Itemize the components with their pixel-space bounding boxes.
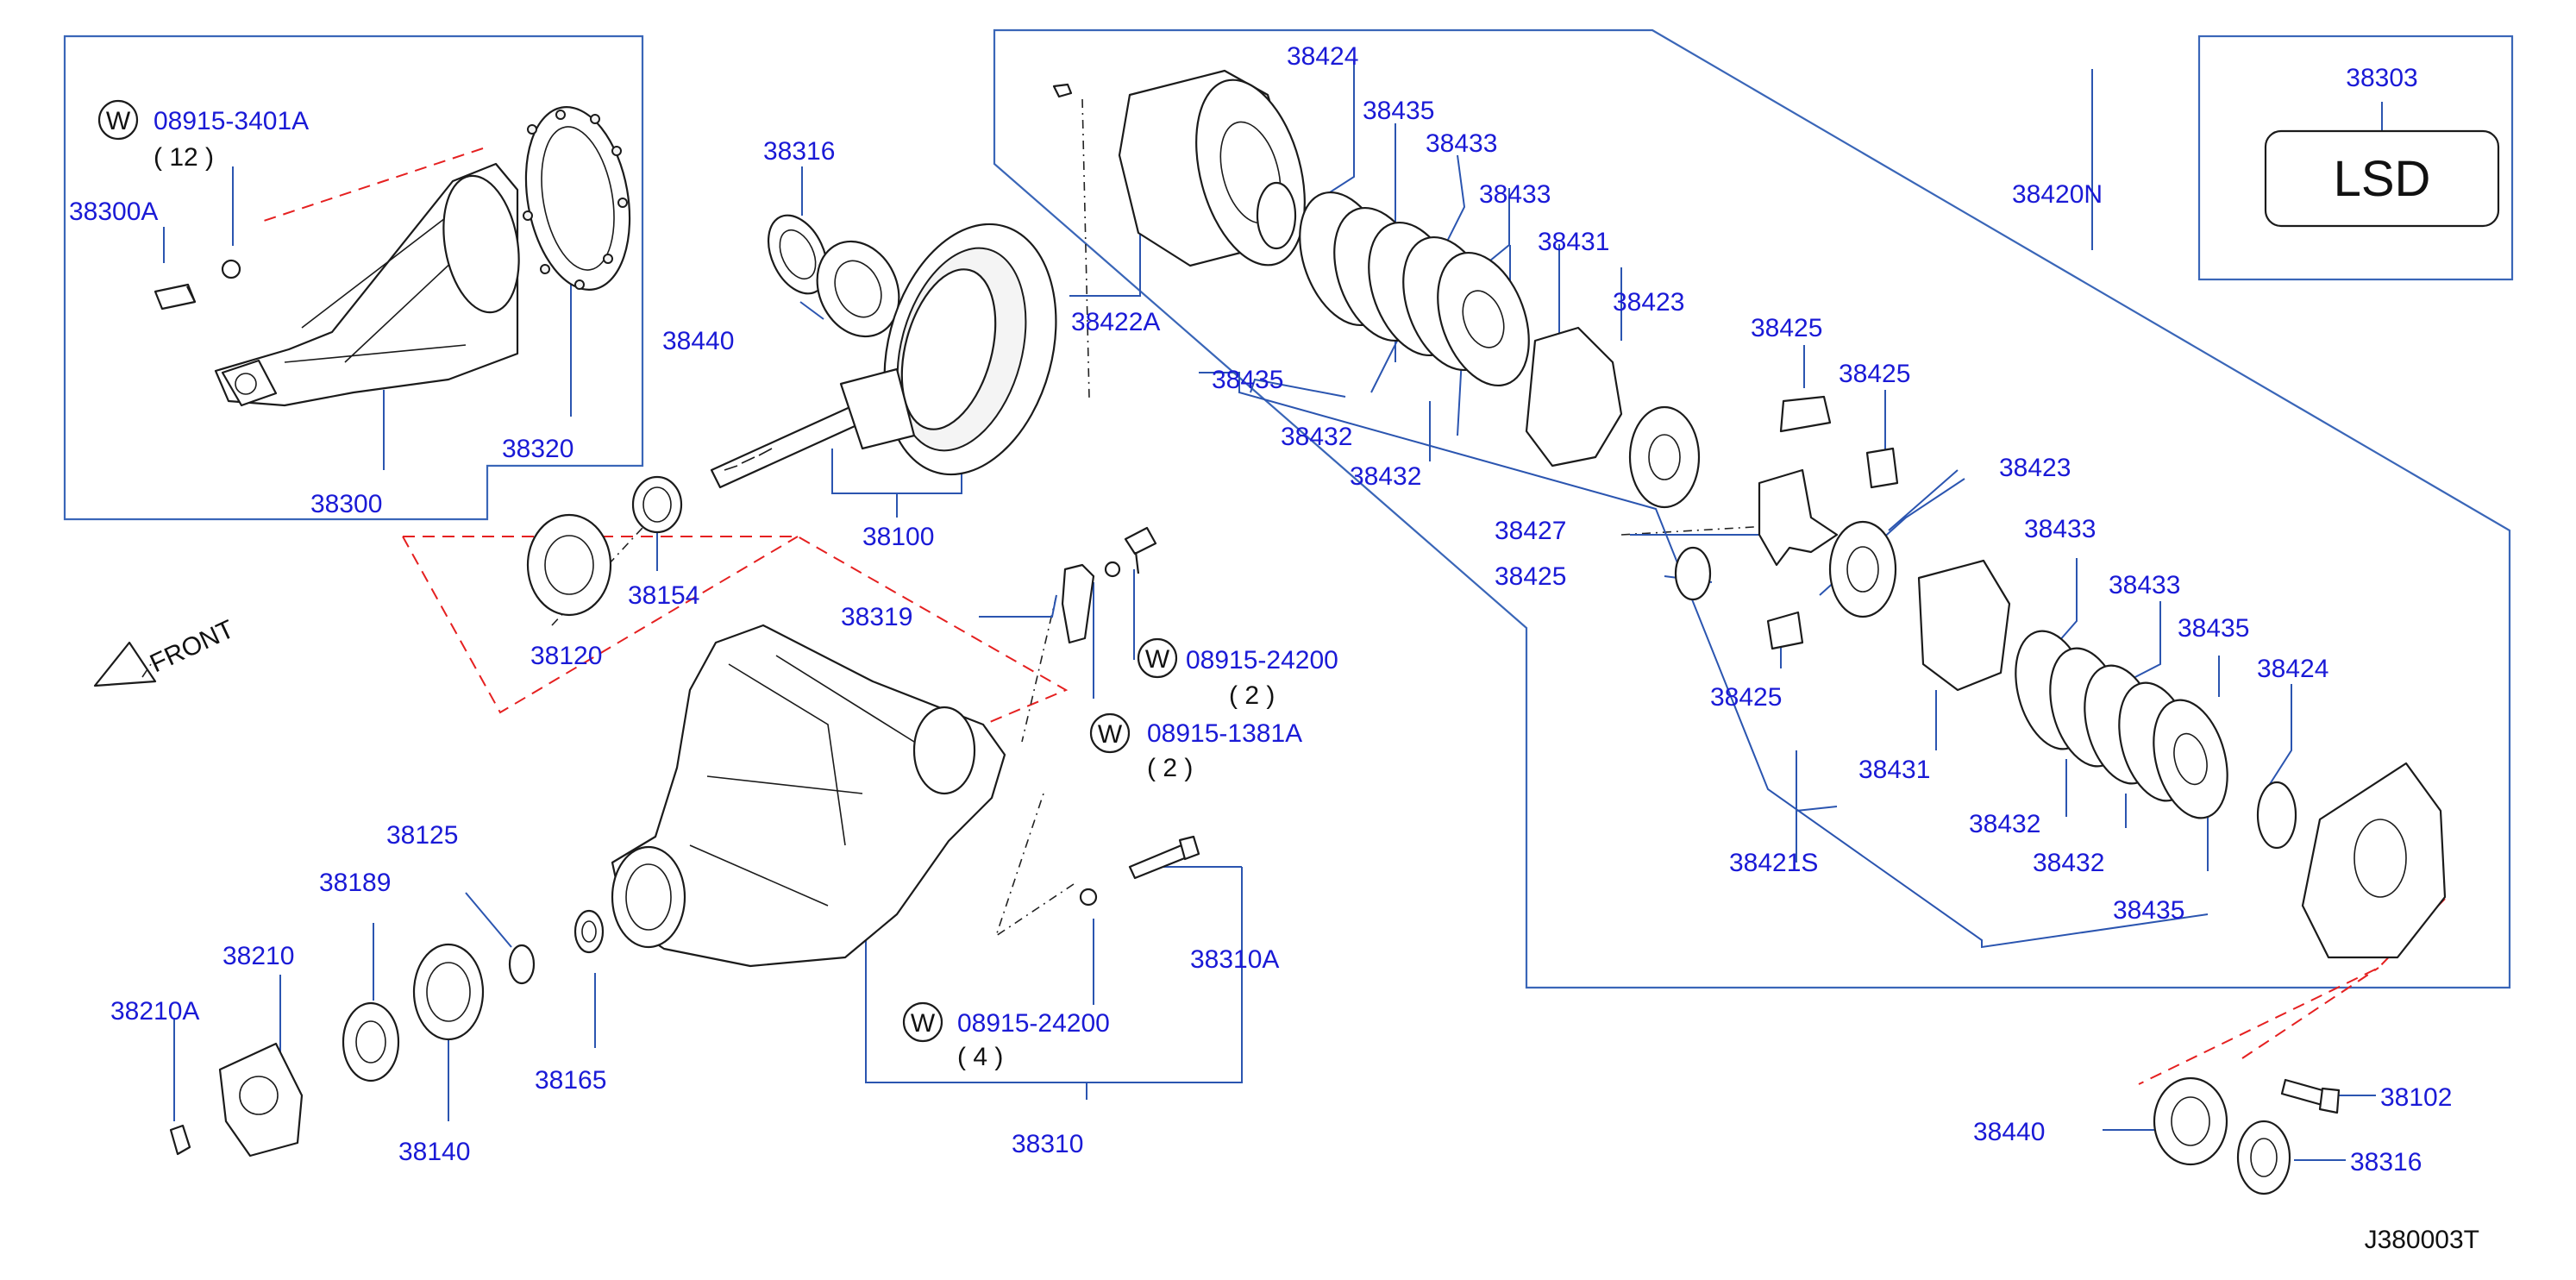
lsd-label-box <box>2264 129 2500 228</box>
washer-symbol-icon: W <box>106 107 131 135</box>
callout-38424-bot: 38424 <box>2257 655 2328 683</box>
washer-part-1: 08915-3401A <box>154 107 309 135</box>
washer-qty-2: ( 2 ) <box>1229 681 1275 710</box>
callout-38435-b: 38435 <box>1212 366 1283 394</box>
lsd-label-text: LSD <box>2334 151 2431 207</box>
callout-38431-bot: 38431 <box>1858 756 1930 784</box>
washer-qty-4: ( 4 ) <box>957 1043 1003 1071</box>
callout-38140: 38140 <box>398 1138 470 1166</box>
callout-38310: 38310 <box>1012 1130 1083 1158</box>
callout-38316: 38316 <box>763 137 835 166</box>
lsd-part-number: 38303 <box>2346 64 2417 92</box>
callout-38189: 38189 <box>319 869 391 897</box>
callout-38432-d: 38432 <box>2033 849 2104 877</box>
callout-38433-a: 38433 <box>1426 129 1497 158</box>
callout-38165: 38165 <box>535 1066 606 1095</box>
callout-38423-mid: 38423 <box>1999 454 2071 482</box>
washer-qty-1: ( 12 ) <box>154 143 214 172</box>
housing-assembly-frame <box>63 35 644 521</box>
callout-38319: 38319 <box>841 603 912 631</box>
callout-38100: 38100 <box>862 523 934 551</box>
callout-38433-c: 38433 <box>2024 515 2096 543</box>
callout-38320: 38320 <box>502 435 573 463</box>
callout-38425-b: 38425 <box>1839 360 1910 388</box>
callout-38440-bot: 38440 <box>1973 1118 2045 1146</box>
callout-38316-bot: 38316 <box>2350 1148 2422 1176</box>
callout-38435-d: 38435 <box>2113 896 2184 925</box>
clutch-plates-upper <box>1299 191 1530 387</box>
callout-38432-a: 38432 <box>1281 423 1352 451</box>
callout-38210A: 38210A <box>110 997 199 1026</box>
callout-38433-d: 38433 <box>2109 571 2180 599</box>
washer-part-2: 08915-24200 <box>1186 646 1338 675</box>
callout-38440: 38440 <box>662 327 734 355</box>
callout-38310A: 38310A <box>1190 945 1279 974</box>
frames <box>63 28 2514 989</box>
callout-38300: 38300 <box>310 490 382 518</box>
callout-38427: 38427 <box>1495 517 1566 545</box>
front-marker: FRONT <box>93 615 239 687</box>
callout-38102: 38102 <box>2380 1083 2452 1112</box>
callout-38432-c: 38432 <box>1969 810 2040 838</box>
callout-38421S: 38421S <box>1729 849 1818 877</box>
front-label: FRONT <box>146 615 239 679</box>
callout-38125: 38125 <box>386 821 458 850</box>
callout-38431-top: 38431 <box>1538 228 1609 256</box>
phantom-lines <box>258 147 2446 1085</box>
washer-part-3: 08915-1381A <box>1147 719 1302 748</box>
washer-symbol-icon: W <box>1098 720 1123 749</box>
callout-38300A: 38300A <box>69 198 158 226</box>
callout-38432-b: 38432 <box>1350 462 1421 491</box>
washer-symbol-icon: W <box>911 1009 936 1038</box>
callout-38433-b: 38433 <box>1479 180 1551 209</box>
lsd-inset: 38303 LSD <box>2264 64 2500 228</box>
callout-38210: 38210 <box>223 942 294 970</box>
lsd-assembly-frame <box>993 28 2511 989</box>
callout-38422A: 38422A <box>1071 308 1160 336</box>
callout-38423-top: 38423 <box>1613 288 1684 317</box>
washer-part-4: 08915-24200 <box>957 1009 1110 1038</box>
washer-callouts: W 08915-3401A ( 12 ) W 08915-24200 ( 2 )… <box>97 99 1338 1071</box>
callout-38435-a: 38435 <box>1363 97 1434 125</box>
callout-38424-top: 38424 <box>1287 42 1358 71</box>
clutch-plates-lower <box>2015 630 2228 819</box>
front-arrow-icon <box>93 641 157 687</box>
diagram-id: J380003T <box>2365 1226 2479 1254</box>
callout-38425-a: 38425 <box>1751 314 1822 342</box>
callout-38425-c: 38425 <box>1495 562 1566 591</box>
callout-38435-c: 38435 <box>2178 614 2249 643</box>
part-callouts: 38300A 38320 38300 38316 38440 38100 381… <box>69 42 2452 1176</box>
callout-38120: 38120 <box>530 642 602 670</box>
washer-qty-3: ( 2 ) <box>1147 754 1193 782</box>
callout-38420N: 38420N <box>2012 180 2103 209</box>
washer-symbol-icon: W <box>1145 645 1170 674</box>
part-drawings <box>154 69 2447 1195</box>
lsd-inset-frame <box>2197 35 2514 281</box>
callout-38154: 38154 <box>628 581 699 610</box>
callout-38425-d: 38425 <box>1710 683 1782 712</box>
